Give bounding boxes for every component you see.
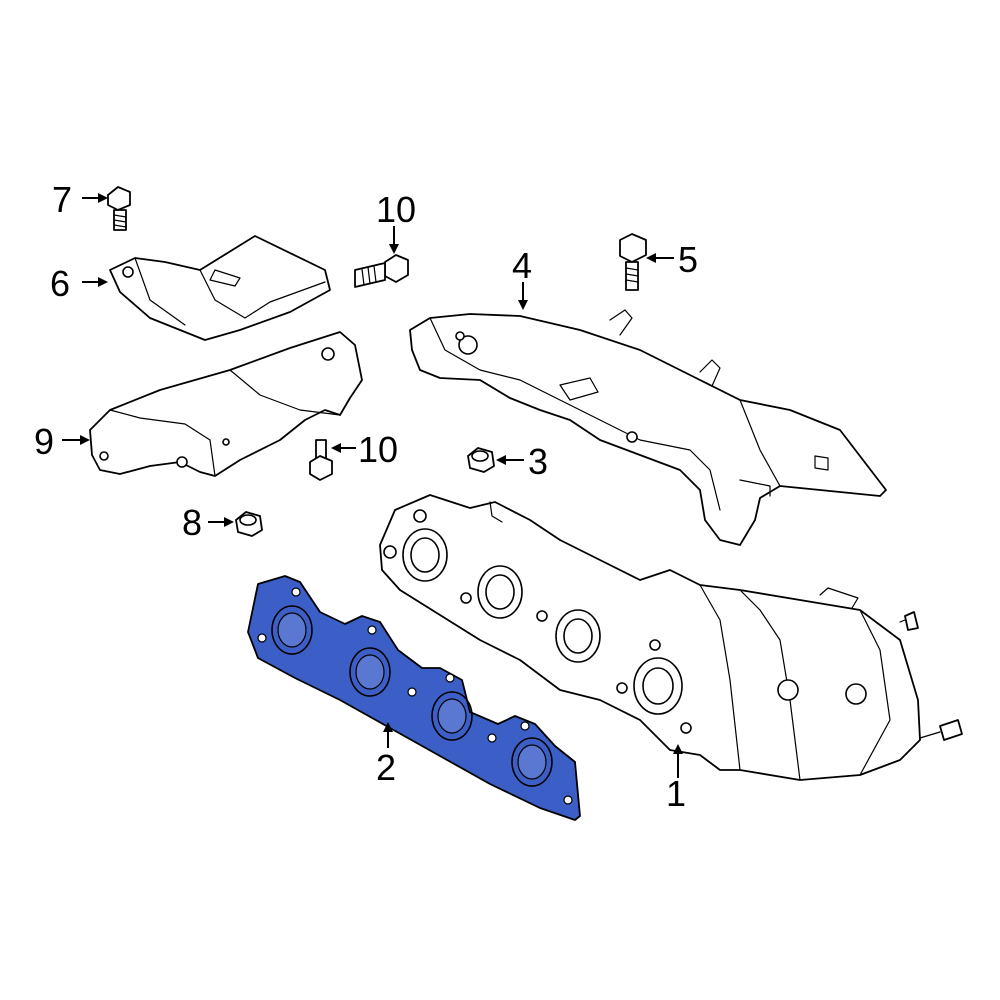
part-5-bolt[interactable] [619,233,647,291]
callout-2: 2 [376,747,396,788]
callout-1: 1 [666,773,686,814]
part-9-heat-shield[interactable] [89,331,363,477]
callout-9: 9 [34,421,54,462]
part-10-bolt-lower[interactable] [309,439,333,481]
part-2-gasket[interactable] [247,575,581,821]
callout-3: 3 [528,441,548,482]
callout-6: 6 [50,263,70,304]
callout-8: 8 [182,502,202,543]
callout-10-upper: 10 [376,189,416,230]
callout-10-lower: 10 [358,429,398,470]
callout-arrows [62,193,683,778]
part-6-heat-shield[interactable] [109,235,331,341]
part-10-bolt-upper[interactable] [354,254,409,288]
part-8-nut[interactable] [235,511,263,537]
callout-5: 5 [678,239,698,280]
part-4-heat-shield[interactable] [409,309,887,546]
callout-7: 7 [52,179,72,220]
part-1-exhaust-manifold[interactable] [379,494,963,781]
callout-4: 4 [512,245,532,286]
part-7-bolt[interactable] [107,186,131,231]
part-3-nut[interactable] [467,447,495,473]
